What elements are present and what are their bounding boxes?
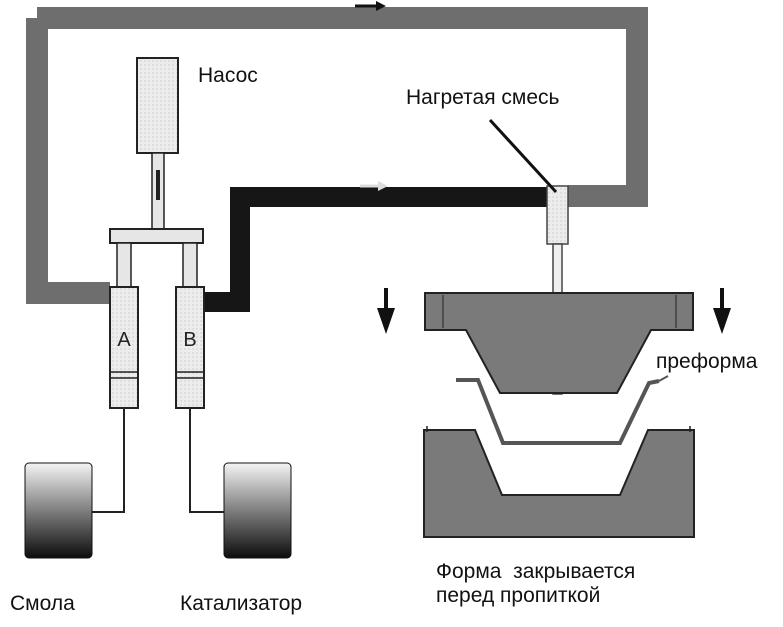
- pump-crossbar: [109, 228, 204, 244]
- pump-label: Насос: [198, 64, 258, 87]
- resin-feed-line: [90, 408, 125, 513]
- resin-label: Смола: [10, 592, 75, 615]
- mold-caption: Форма закрывается перед пропиткой: [436, 560, 635, 608]
- cylinder-a-label: A: [117, 329, 131, 351]
- catalyst-drum: [223, 462, 292, 559]
- resin-drum: [24, 462, 93, 559]
- catalyst-feed-line: [189, 408, 224, 513]
- upper-mold: [424, 292, 694, 394]
- gray-return-pipe: [26, 7, 648, 304]
- pump-body: [136, 57, 179, 154]
- arrow-right-icon: [360, 181, 388, 191]
- injection-head: [546, 185, 569, 245]
- cylinder-a: [109, 286, 139, 409]
- catalyst-label: Катализатор: [180, 592, 303, 615]
- mold-caption-line2: перед пропиткой: [436, 584, 601, 608]
- preform-label: преформа: [656, 350, 758, 373]
- black-feed-pipe: [205, 187, 547, 312]
- preform: [456, 378, 660, 445]
- arrow-right-icon: [355, 1, 386, 11]
- mold-caption-line1: Форма закрывается: [436, 560, 636, 583]
- cylinder-b: [175, 286, 205, 409]
- preform-leader: [658, 375, 669, 382]
- piston-rod-b: [182, 242, 198, 288]
- arrow-down-icon: [377, 288, 395, 334]
- heated-mix-leader: [488, 118, 558, 194]
- piston-rod-a: [116, 242, 132, 288]
- cylinder-b-label: B: [183, 329, 196, 351]
- pump-shaft-core: [156, 170, 160, 200]
- lower-mold: [423, 429, 695, 538]
- arrow-down-icon: [713, 288, 731, 334]
- heated-mix-label: Нагретая смесь: [406, 86, 560, 109]
